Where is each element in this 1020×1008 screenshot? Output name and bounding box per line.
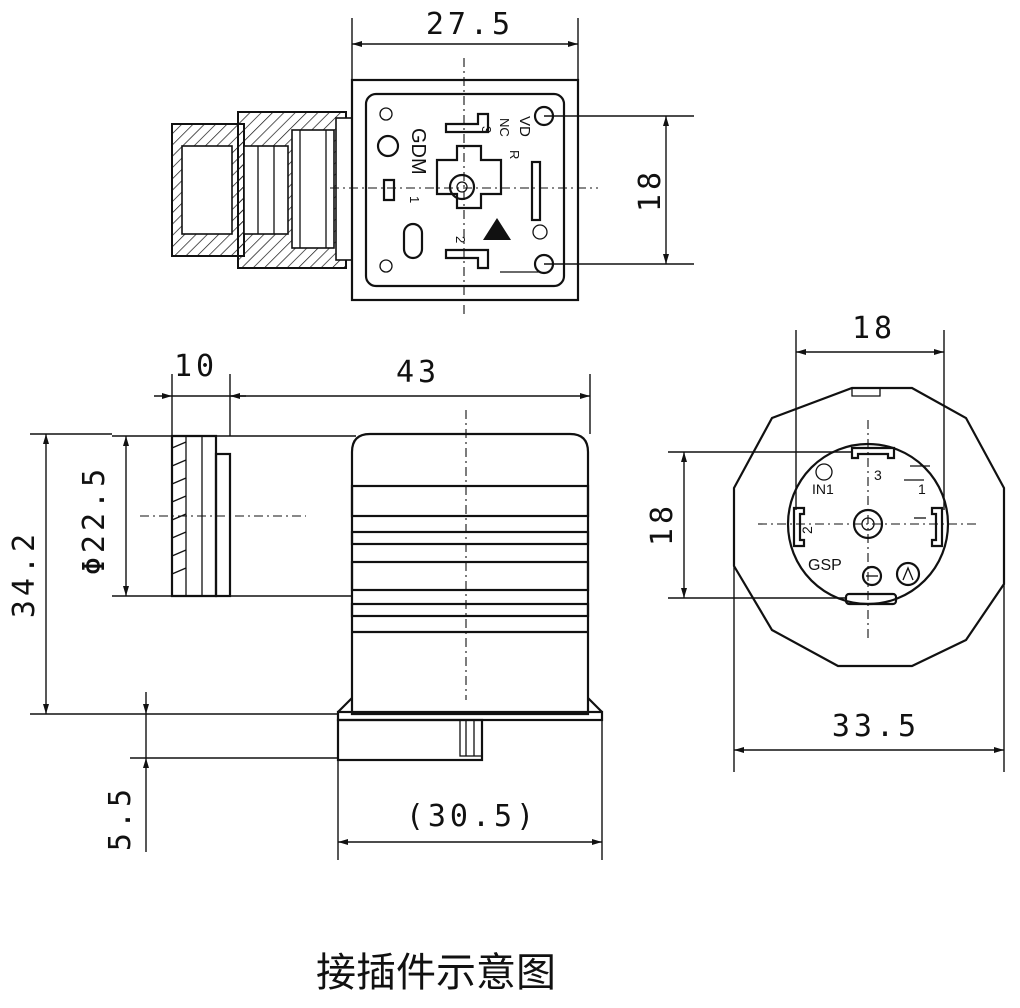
top-corner-hole xyxy=(379,259,393,273)
front-outer-width-dimension: 33.5 xyxy=(733,566,1005,772)
top-brand-label: GDM xyxy=(407,128,429,175)
top-width-dimension: 27.5 xyxy=(351,7,579,80)
side-nut-length-dimension: 10 xyxy=(154,349,246,436)
front-ground-contact xyxy=(844,592,898,606)
side-flange-label: 5.5 xyxy=(103,785,138,851)
front-hole xyxy=(815,463,833,481)
top-pin-2-label: 2 xyxy=(453,236,468,243)
top-cable-gland xyxy=(171,111,353,269)
front-pin-1-label: 1 xyxy=(918,481,926,497)
side-base-width-dimension: (30.5) xyxy=(337,720,603,860)
side-height-dimension: 34.2 xyxy=(7,433,338,715)
side-diameter-label: Φ22.5 xyxy=(77,465,112,575)
top-inner-face xyxy=(364,92,566,288)
side-body-length-dimension: 43 xyxy=(230,355,591,434)
front-inner-width-dimension: 18 xyxy=(795,311,945,510)
top-view: GDM 1 3 2 VD NC R 27.5 18 xyxy=(171,7,694,318)
top-center-block xyxy=(435,144,503,210)
side-flange-dimension: 5.5 xyxy=(103,692,338,852)
front-outer-width-label: 33.5 xyxy=(832,709,920,744)
front-arrow-icon xyxy=(895,561,921,587)
side-diameter-dimension: Φ22.5 xyxy=(77,435,356,597)
front-pin-3-label: 3 xyxy=(874,467,882,483)
top-contact-3 xyxy=(444,112,490,134)
top-corner-hole xyxy=(379,107,393,121)
top-logo-icon xyxy=(376,134,400,158)
side-rib xyxy=(350,530,590,546)
top-pin-3-label: 3 xyxy=(479,126,494,133)
side-rib xyxy=(350,602,590,618)
side-body-length-label: 43 xyxy=(396,355,440,390)
front-contact-3 xyxy=(850,446,896,460)
diagram-caption: 接插件示意图 xyxy=(316,950,556,996)
front-contact-1 xyxy=(930,506,944,548)
side-body-outline xyxy=(350,432,590,716)
front-brand-label: GSP xyxy=(808,557,842,574)
front-inner-height-dimension: 18 xyxy=(645,451,852,599)
top-ground-strip xyxy=(530,160,542,222)
front-ground-icon xyxy=(861,565,883,587)
top-height-dimension: 18 xyxy=(544,115,694,265)
side-base-width-label: (30.5) xyxy=(406,799,538,834)
top-height-label: 18 xyxy=(633,168,668,212)
front-contact-2 xyxy=(792,506,806,548)
side-rib xyxy=(350,484,590,518)
side-nut-length-label: 10 xyxy=(174,349,218,384)
front-outer-polygon xyxy=(732,386,1006,668)
top-r-label: R xyxy=(507,150,522,159)
top-contact-2 xyxy=(444,248,490,270)
front-pin-2-label: 2 xyxy=(799,526,815,534)
side-view: 10 43 Φ22.5 34.2 5.5 xyxy=(7,349,604,860)
top-contact-1 xyxy=(382,178,396,202)
top-arrow-icon xyxy=(483,218,511,240)
top-center-screw-icon xyxy=(448,173,476,201)
top-pin-1-label: 1 xyxy=(407,196,422,203)
top-width-label: 27.5 xyxy=(426,7,514,42)
top-oval-slot xyxy=(402,222,424,260)
front-in-label: IN1 xyxy=(812,481,834,497)
front-view: IN1 3 2 1 GSP 18 18 33.5 xyxy=(645,311,1006,772)
side-nut-collar xyxy=(214,452,232,598)
side-height-label: 34.2 xyxy=(7,530,42,618)
front-inner-height-label: 18 xyxy=(645,502,680,546)
side-rib xyxy=(350,560,590,592)
top-voltage-sub-label: NC xyxy=(497,118,512,137)
top-voltage-label: VD xyxy=(516,116,533,137)
top-ground-icon xyxy=(532,224,548,240)
front-inner-width-label: 18 xyxy=(852,311,896,346)
top-body-outline xyxy=(350,78,580,302)
